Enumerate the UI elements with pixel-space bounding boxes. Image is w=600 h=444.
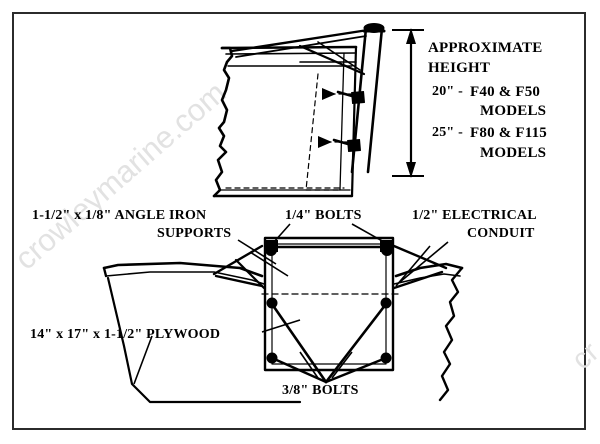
leader-plywood <box>133 335 153 385</box>
plywood-label: 14" x 17" x 1-1/2" PLYWOOD <box>30 327 221 342</box>
leader-conduit-2 <box>395 245 431 287</box>
bolt-plate-top-left <box>264 240 278 252</box>
leader-plywood-2 <box>261 319 301 333</box>
bolt-arrow-lower <box>318 136 332 148</box>
quarter-inch-bolts-label: 1/4" BOLTS <box>285 208 362 223</box>
angle-arm-right-lower <box>392 270 444 290</box>
leader-38-left <box>299 351 319 379</box>
hull-left-side <box>106 276 302 404</box>
plywood-board-outer <box>263 236 395 372</box>
plywood-board-inner <box>271 243 387 365</box>
side-view-group <box>212 23 386 198</box>
side-bolt-lower <box>332 138 362 153</box>
height-row-1-models: F80 & F115 <box>470 125 547 141</box>
height-row-0-models: F40 & F50 <box>470 84 541 100</box>
transom-back-face-inner <box>339 52 345 191</box>
side-bolt-upper <box>336 90 366 105</box>
height-dimension <box>392 28 424 178</box>
transom-top-edge <box>220 45 358 50</box>
leader-angle-iron-2 <box>249 251 289 277</box>
top-view-group <box>102 236 464 404</box>
brace-diagonal-2 <box>317 41 361 71</box>
v-brace-right <box>324 302 388 384</box>
conduit-post-right <box>366 26 384 174</box>
angle-arm-left-diag <box>234 258 266 290</box>
diagram-border <box>12 12 586 430</box>
brace-diagonal <box>298 44 366 76</box>
leader-lines <box>133 223 449 385</box>
leader-38-right <box>331 351 353 379</box>
three-eighth-bolts-label: 3/8" BOLTS <box>282 383 359 398</box>
conduit-label-line1: 1/2" ELECTRICAL <box>412 208 537 223</box>
angle-iron-label-line1: 1-1/2" x 1/8" ANGLE IRON <box>32 208 207 223</box>
height-row-0-dimension: 20" - <box>432 84 463 99</box>
transom-profile-outline <box>212 46 234 198</box>
leader-quarter-bolts-left <box>273 223 291 243</box>
leader-conduit <box>399 241 449 283</box>
brace-upper <box>230 28 370 53</box>
approximate-height-line1: APPROXIMATE <box>428 40 543 56</box>
dimension-arrow-up <box>406 28 416 44</box>
hull-right-torn-edge <box>438 266 464 402</box>
angle-arm-left-lower <box>214 274 264 288</box>
board-bolts <box>265 244 393 364</box>
hidden-line-vertical <box>305 73 319 191</box>
v-brace-left <box>270 302 328 384</box>
height-row-1-models-line2: MODELS <box>480 145 547 161</box>
conduit-label-line2: CONDUIT <box>467 226 535 241</box>
dimension-arrow-down <box>406 162 416 178</box>
leader-angle-iron <box>237 239 277 265</box>
height-row-1-dimension: 25" - <box>432 125 463 140</box>
angle-iron-label-line2: SUPPORTS <box>157 226 232 241</box>
gunwale-left-cap <box>102 266 108 278</box>
bolt-plate-top-right <box>380 240 394 252</box>
approximate-height-line2: HEIGHT <box>428 60 491 76</box>
height-row-0-models-line2: MODELS <box>480 103 547 119</box>
leader-quarter-bolts-right <box>351 223 385 243</box>
bolt-arrow-upper <box>322 88 336 100</box>
v-brace-right-bolt <box>324 356 388 384</box>
v-brace-left-bolt <box>270 356 328 384</box>
